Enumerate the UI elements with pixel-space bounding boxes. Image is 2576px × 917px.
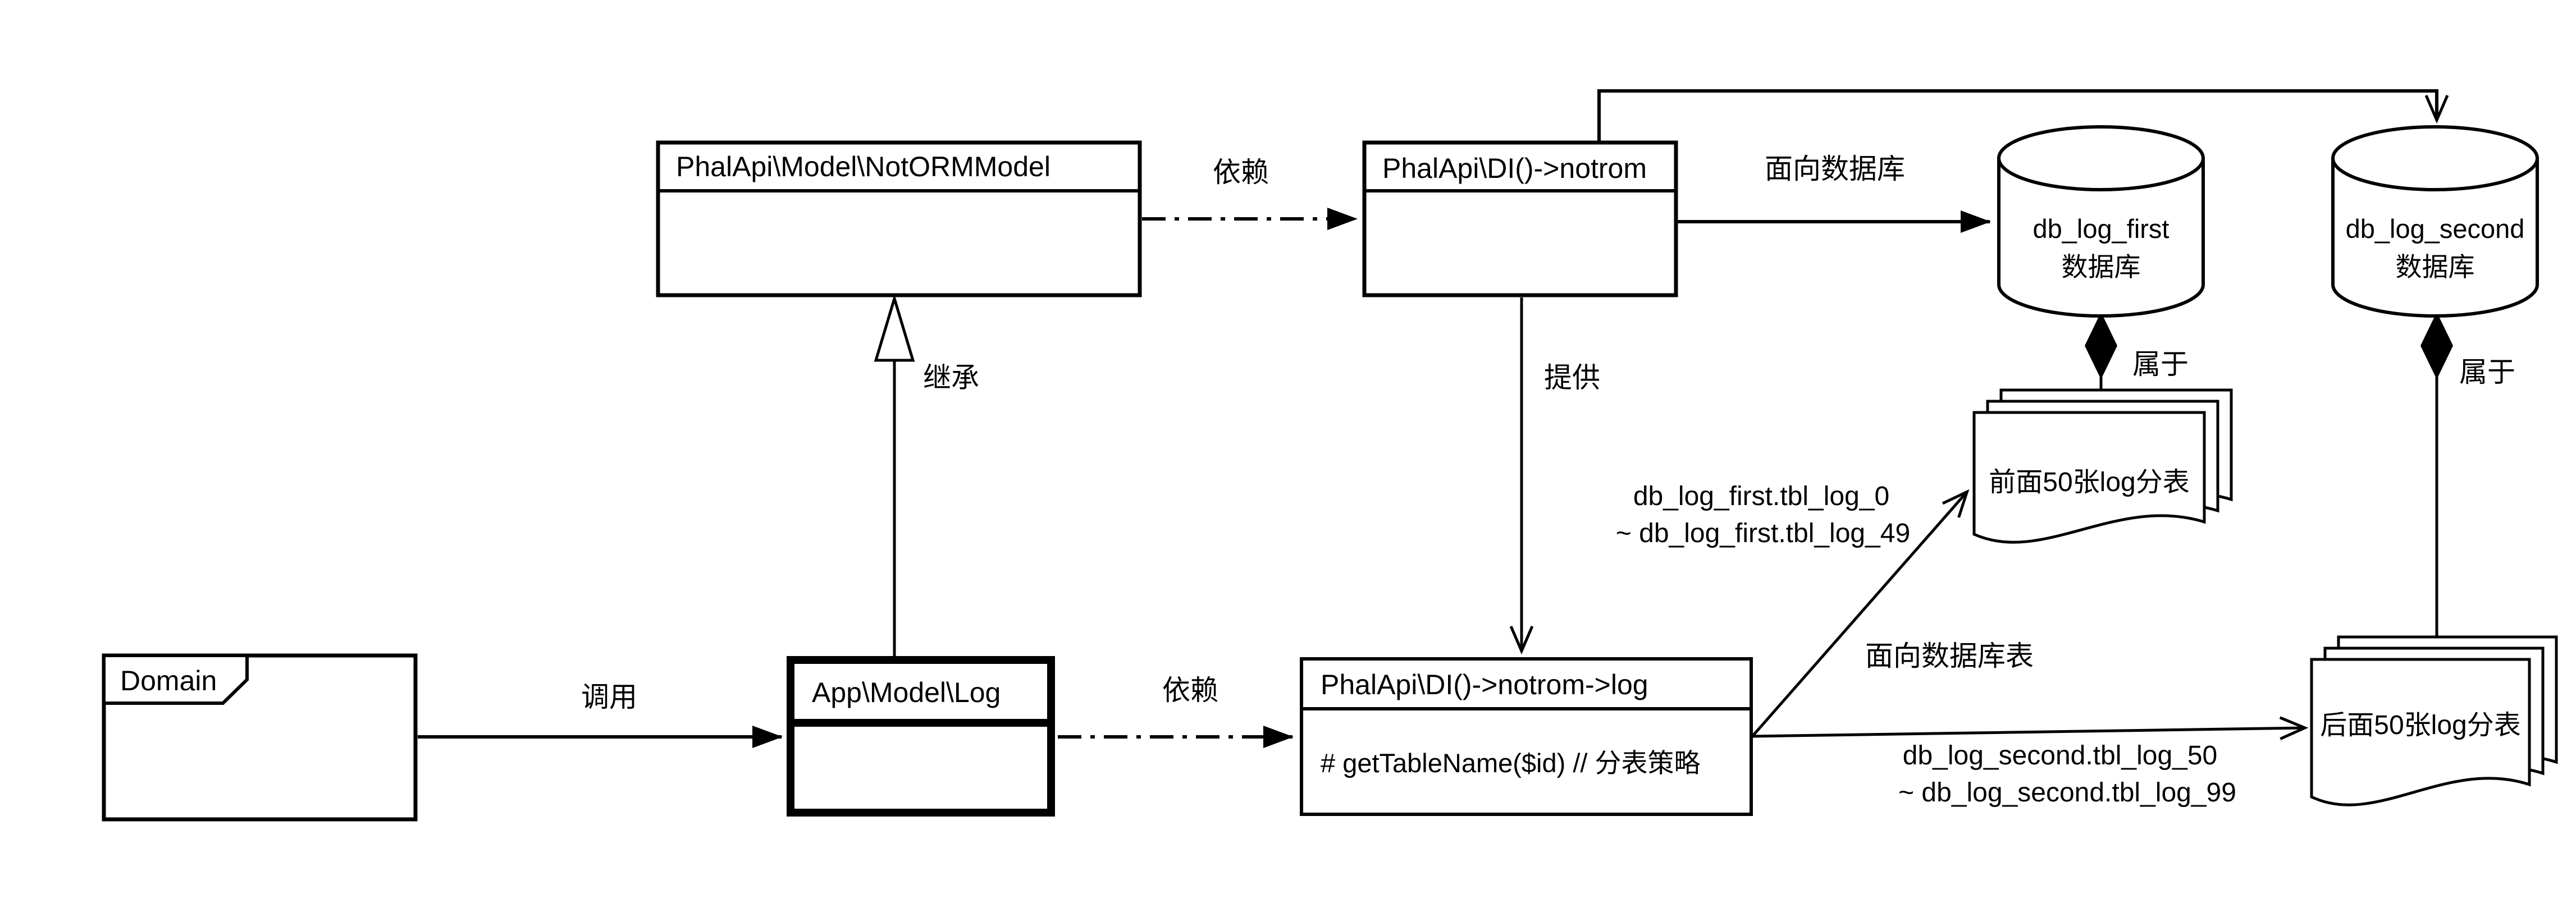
package-domain-title: Domain [120,665,217,696]
label-depend-2: 依赖 [1162,675,1218,706]
inherit-triangle-arrowhead [874,294,915,362]
document-second-label: 后面50张log分表 [2320,710,2520,740]
class-notormmodel: PhalApi\Model\NotORMModel [656,140,1142,297]
label-to-database: 面向数据库 [1765,153,1905,185]
range-second-line2: ~ db_log_second.tbl_log_99 [1898,778,2236,808]
edge-to-table-first [1751,489,1970,737]
edge-notrom-to-db-second [1597,89,2449,143]
db-second-type: 数据库 [2396,252,2475,282]
database-db-log-first: db_log_first 数据库 [1997,125,2205,318]
edge-belong-second [2420,312,2453,637]
class-di-notrom-log-title: PhalApi\DI()->notrom->log [1321,669,1648,700]
label-belong-1: 属于 [2132,349,2189,380]
db-first-name: db_log_first [2033,214,2169,244]
db-second-name: db_log_second [2346,214,2525,244]
class-di-notrom-log-method: # getTableName($id) // 分表策略 [1321,748,1701,778]
composition-diamond [2085,312,2117,379]
document-first-label: 前面50张log分表 [1989,467,2189,497]
class-app-model-log-title: App\Model\Log [812,677,1001,708]
class-di-notrom-log: PhalApi\DI()->notrom->log # getTableName… [1300,657,1753,816]
label-provide: 提供 [1544,362,1600,393]
class-notormmodel-title: PhalApi\Model\NotORMModel [676,151,1051,182]
class-app-model-log: App\Model\Log [787,656,1055,817]
database-db-log-second: db_log_second 数据库 [2331,125,2539,318]
edge-to-table-second [1752,716,2309,740]
db-first-type: 数据库 [2062,252,2141,282]
cylinder-top [1997,125,2205,191]
class-di-notrom: PhalApi\DI()->notrom [1362,140,1678,297]
cylinder-top [2331,125,2539,191]
package-tab [102,654,249,705]
edge-belong-first [2085,312,2117,390]
label-belong-2: 属于 [2459,356,2515,388]
document-stack-first: 前面50张log分表 [1972,388,2233,544]
range-first-line1: db_log_first.tbl_log_0 [1633,482,1889,511]
edge-inherit [874,294,915,658]
class-di-notrom-title: PhalApi\DI()->notrom [1382,153,1647,184]
range-second-line1: db_log_second.tbl_log_50 [1903,741,2217,771]
document-stack-second: 后面50张log分表 [2310,635,2558,806]
composition-diamond [2420,312,2453,379]
label-inherit: 继承 [923,362,979,393]
label-to-table: 面向数据库表 [1865,640,2034,672]
package-domain: Domain [102,653,418,822]
label-depend-1: 依赖 [1213,157,1269,188]
label-call: 调用 [581,681,637,713]
range-first-line2: ~ db_log_first.tbl_log_49 [1616,519,1910,548]
